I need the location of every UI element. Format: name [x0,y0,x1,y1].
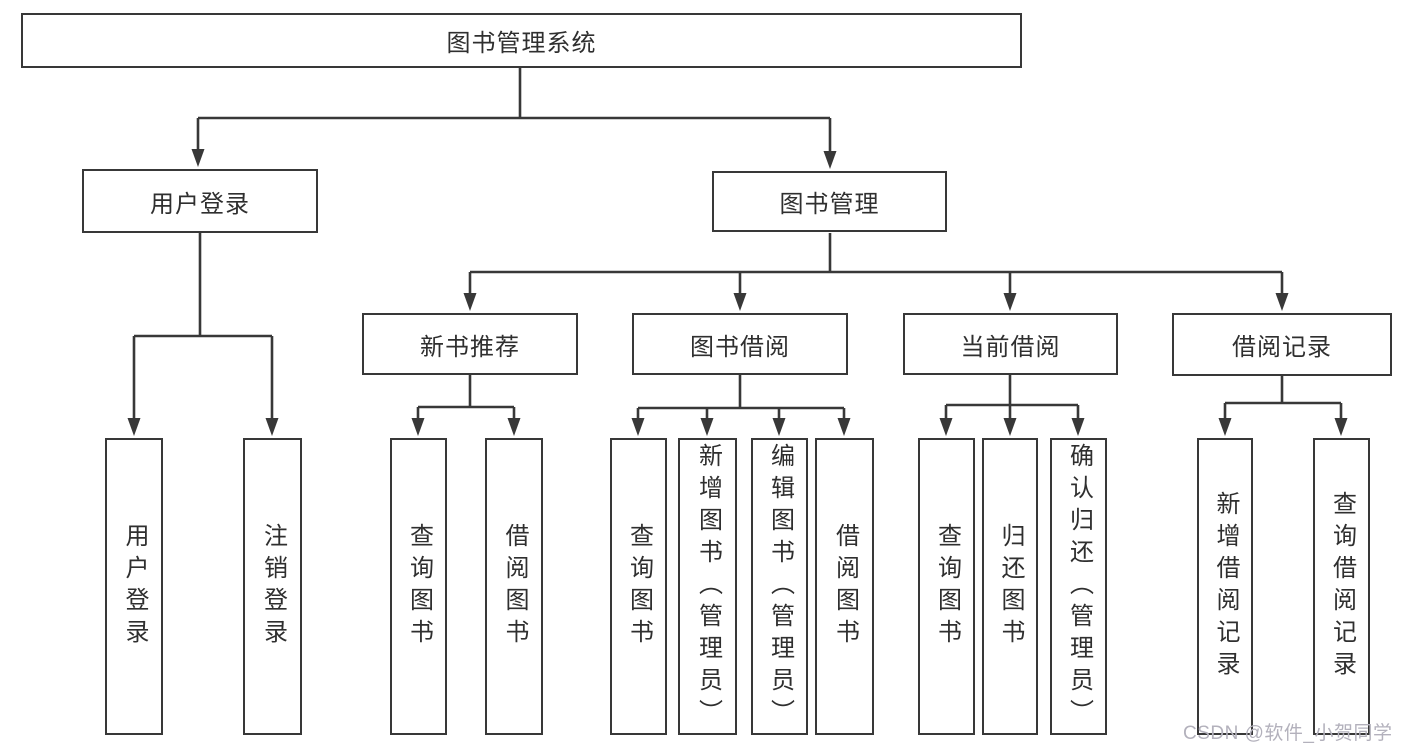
leaf-logout: 注销登录 [243,438,302,735]
node-book-borrow-label: 图书借阅 [690,333,790,361]
leaf-borrow-borrow-label: 借阅图书 [831,522,859,651]
node-book-mgmt-label: 图书管理 [779,191,880,218]
node-book-mgmt: 图书管理 [712,171,947,232]
leaf-newbooks-borrow-label: 借阅图书 [501,522,528,651]
leaf-user-login: 用户登录 [105,438,163,735]
node-new-books-label: 新书推荐 [420,333,520,361]
node-root: 图书管理系统 [21,13,1022,68]
leaf-records-add-label: 新增借阅记录 [1212,490,1239,683]
node-current-borrow: 当前借阅 [903,313,1118,375]
arrowheads [127,149,1348,436]
leaf-current-return-label: 归还图书 [997,522,1024,651]
leaf-borrow-edit: 编辑图书（管理员） [751,438,808,735]
leaf-records-query-label: 查询借阅记录 [1328,490,1356,683]
leaf-logout-label: 注销登录 [259,522,287,651]
watermark: CSDN @软件_小贺同学 [1183,723,1393,744]
node-new-books: 新书推荐 [362,313,578,375]
node-current-borrow-label: 当前借阅 [960,333,1061,361]
leaf-borrow-add: 新增图书（管理员） [678,438,737,735]
leaf-newbooks-query: 查询图书 [390,438,447,735]
leaf-current-return: 归还图书 [982,438,1038,735]
leaf-current-confirm: 确认归还（管理员） [1050,438,1107,735]
leaf-borrow-borrow: 借阅图书 [815,438,874,735]
leaf-user-login-label: 用户登录 [121,522,148,651]
node-borrow-records-label: 借阅记录 [1232,334,1332,361]
leaf-records-add: 新增借阅记录 [1197,438,1253,735]
leaf-newbooks-borrow: 借阅图书 [485,438,543,735]
node-book-borrow: 图书借阅 [632,313,848,375]
leaf-current-query: 查询图书 [918,438,975,735]
leaf-borrow-query-label: 查询图书 [625,522,653,651]
leaf-current-confirm-label: 确认归还（管理员） [1065,442,1093,731]
leaf-records-query: 查询借阅记录 [1313,438,1370,735]
leaf-current-query-label: 查询图书 [933,522,961,651]
node-borrow-records: 借阅记录 [1172,313,1392,376]
node-root-label: 图书管理系统 [446,30,597,57]
leaf-borrow-query: 查询图书 [610,438,667,735]
leaf-borrow-edit-label: 编辑图书（管理员） [766,442,794,731]
leaf-newbooks-query-label: 查询图书 [405,522,433,651]
node-user-login: 用户登录 [82,169,318,233]
leaf-borrow-add-label: 新增图书（管理员） [694,442,722,731]
node-user-login-label: 用户登录 [150,190,250,218]
